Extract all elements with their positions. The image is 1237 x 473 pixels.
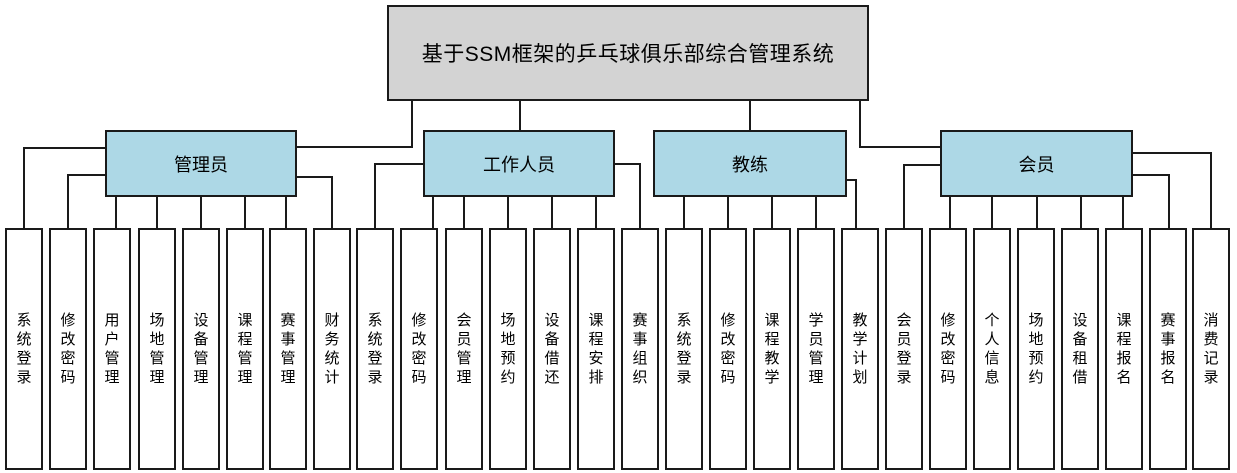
leaf-node-label: 财务统计 [324,312,340,386]
branch-staff: 工作人员 [423,130,615,197]
leaf-node-label: 系统登录 [367,312,383,386]
leaf-node-label: 系统登录 [16,312,32,386]
branch-member: 会员 [940,130,1133,197]
leaf-node-label: 设备租借 [1072,312,1088,386]
leaf-node-label: 会员管理 [456,312,472,386]
branch-coach-label: 教练 [732,154,768,175]
leaf-node-label: 学员管理 [808,312,824,386]
leaf-node-label: 课程报名 [1116,312,1132,386]
leaf-node: 赛事管理 [269,228,307,470]
leaf-node-label: 课程教学 [764,312,780,386]
leaf-node: 场地管理 [138,228,176,470]
leaf-node: 设备租借 [1061,228,1099,470]
leaf-node-label: 会员登录 [896,312,912,386]
leaf-node-label: 赛事组织 [632,312,648,386]
branch-staff-label: 工作人员 [483,154,555,175]
leaf-node-label: 教学计划 [852,312,868,386]
leaf-node: 修改密码 [929,228,967,470]
branch-coach: 教练 [653,130,847,197]
leaf-node: 设备借还 [533,228,571,470]
leaf-node: 修改密码 [49,228,87,470]
leaf-node: 系统登录 [665,228,703,470]
root-node: 基于SSM框架的乒乓球俱乐部综合管理系统 [387,5,869,101]
leaf-node: 教学计划 [841,228,879,470]
leaf-node: 设备管理 [182,228,220,470]
leaf-node-label: 课程管理 [237,312,253,386]
leaf-node: 修改密码 [400,228,438,470]
leaf-node: 课程安排 [577,228,615,470]
branch-admin: 管理员 [105,130,297,197]
leaf-node-label: 设备管理 [193,312,209,386]
leaf-node: 系统登录 [356,228,394,470]
leaf-node: 消费记录 [1192,228,1230,470]
leaf-node: 赛事报名 [1149,228,1187,470]
leaf-node: 财务统计 [313,228,351,470]
leaf-node-label: 赛事报名 [1160,312,1176,386]
leaf-node: 场地预约 [1017,228,1055,470]
leaf-node: 课程管理 [226,228,264,470]
branch-member-label: 会员 [1018,154,1055,175]
leaf-node-label: 场地管理 [149,312,165,386]
leaf-node-label: 系统登录 [676,312,692,386]
root-node-label: 基于SSM框架的乒乓球俱乐部综合管理系统 [421,43,835,66]
leaf-node-label: 消费记录 [1203,312,1219,386]
leaf-node-label: 修改密码 [60,312,76,386]
leaf-node-label: 用户管理 [104,312,120,386]
leaf-node-label: 课程安排 [588,312,604,386]
leaf-node: 个人信息 [973,228,1011,470]
leaf-node-label: 个人信息 [984,312,1000,386]
leaf-node-label: 场地预约 [500,312,516,386]
leaf-node: 系统登录 [5,228,43,470]
leaf-node-label: 设备借还 [544,312,560,386]
leaf-node: 赛事组织 [621,228,659,470]
leaf-node-label: 修改密码 [940,312,956,386]
leaf-node: 课程报名 [1105,228,1143,470]
leaf-node: 会员登录 [885,228,923,470]
leaf-node-label: 赛事管理 [280,312,296,386]
leaf-node: 场地预约 [489,228,527,470]
leaf-node: 课程教学 [753,228,791,470]
leaf-node-label: 修改密码 [411,312,427,386]
branch-admin-label: 管理员 [174,154,228,175]
leaf-node-label: 修改密码 [720,312,736,386]
leaf-node: 会员管理 [445,228,483,470]
leaf-node-label: 场地预约 [1028,312,1044,386]
leaf-node: 学员管理 [797,228,835,470]
leaf-node: 修改密码 [709,228,747,470]
leaf-node: 用户管理 [93,228,131,470]
